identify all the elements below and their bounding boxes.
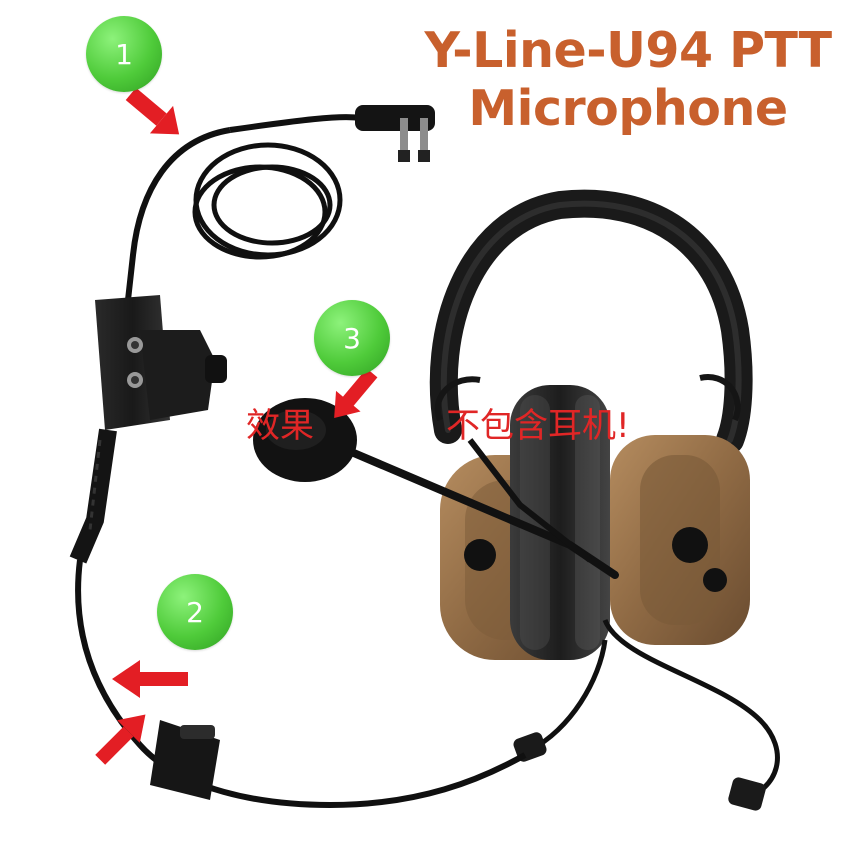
no-headset-label: 不包含耳机! bbox=[446, 406, 630, 446]
red-arrows bbox=[95, 87, 378, 765]
step-badge-2: 2 bbox=[157, 574, 233, 650]
arrow-2-lower bbox=[95, 714, 146, 765]
step-badge-3: 3 bbox=[314, 300, 390, 376]
arrow-2-upper bbox=[112, 660, 188, 698]
headset-right-earcup bbox=[610, 435, 750, 645]
step-badge-1: 1 bbox=[86, 16, 162, 92]
title-line-2: Microphone bbox=[468, 80, 788, 137]
title-line-1: Y-Line-U94 PTT bbox=[424, 22, 832, 79]
cable-clip bbox=[150, 720, 220, 800]
boom-microphone bbox=[253, 398, 619, 579]
effect-label: 效果 bbox=[246, 406, 314, 446]
k-plug-connector bbox=[355, 105, 435, 162]
arrow-3 bbox=[334, 368, 378, 419]
headset-cable bbox=[513, 618, 780, 811]
arrow-1 bbox=[125, 87, 180, 135]
headset-headband bbox=[429, 189, 753, 454]
u94-ptt-unit bbox=[69, 295, 227, 564]
ptt-lower-cable bbox=[75, 559, 527, 809]
ptt-upper-cable bbox=[125, 127, 231, 301]
coiled-cable bbox=[192, 114, 361, 260]
product-title: Y-Line-U94 PTT Microphone bbox=[418, 22, 838, 138]
headset-cushions bbox=[510, 385, 610, 660]
